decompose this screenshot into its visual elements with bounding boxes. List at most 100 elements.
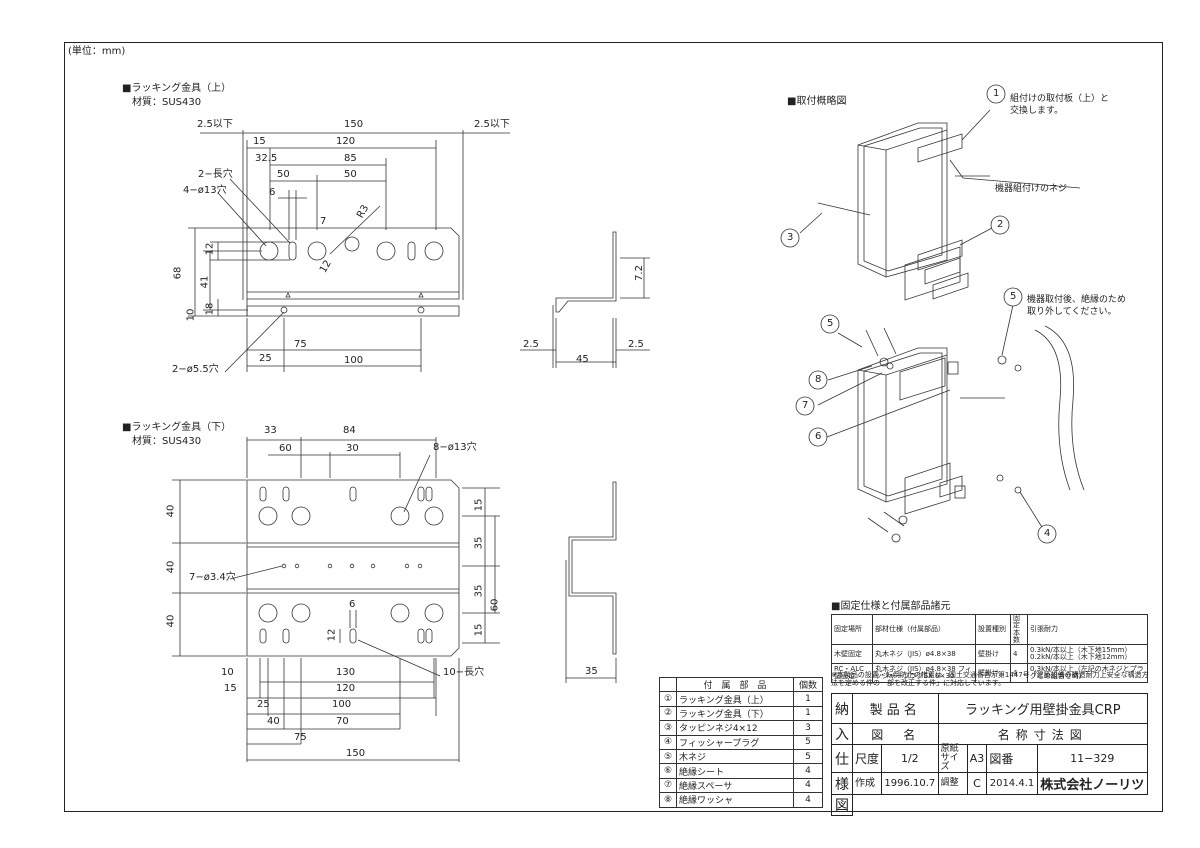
tb-paper-label: 原紙サイズ — [937, 744, 968, 773]
dim-upper-100: 100 — [344, 355, 364, 366]
parts-h-name: 付 属 部 品 — [676, 676, 794, 693]
tb-scale-value: 1/2 — [881, 744, 939, 773]
part-no: ② — [659, 705, 677, 722]
dim-side-45: 45 — [576, 354, 589, 365]
dim-lower-40: 40 — [267, 716, 280, 727]
tb-adj-value: 2014.4.1 — [986, 772, 1038, 795]
title-block: 納 製品名 ラッキング用壁掛金具CRP 入 図 名 名称寸法図 仕 尺度 1/2… — [831, 693, 1149, 816]
part-name: 絶縁ワッシャ — [676, 792, 794, 808]
part-qty: 4 — [793, 763, 823, 779]
dim-side-2-5b: 2.5 — [628, 339, 644, 350]
part-qty: 5 — [793, 748, 823, 765]
part-no: ① — [659, 691, 677, 707]
spec-type: 壁掛け — [975, 644, 1011, 665]
dim-upper-15: 15 — [253, 136, 266, 147]
label-upper-hole13: 4−ø13穴 — [183, 185, 227, 196]
dim-lower-15: 15 — [224, 683, 237, 694]
dim-upper-6: 6 — [269, 187, 276, 198]
spec-spec: 丸木ネジ（JIS）ø4.8×38 — [872, 644, 976, 665]
dim-upper-right-margin: 2.5以下 — [474, 119, 510, 130]
dim-lower-100: 100 — [332, 699, 352, 710]
part-name: 絶縁スペーサ — [676, 777, 794, 794]
tb-side-2: 入 — [831, 723, 853, 745]
part-no: ⑧ — [659, 792, 677, 808]
tb-adj-mark: C — [966, 772, 988, 795]
dim-lower-side-35: 35 — [585, 666, 598, 677]
dim-lower-130: 130 — [336, 667, 356, 678]
tb-number-label: 図番 — [986, 744, 1038, 773]
screw-label: 機器組付けのネジ — [995, 184, 1068, 194]
label-lower-hole3-4: 7−ø3.4穴 — [189, 572, 236, 583]
tb-spacer — [853, 795, 1148, 816]
balloon-5b: 5 — [827, 318, 834, 329]
note1-line2: 交換します。 — [1010, 106, 1064, 116]
part-qty: 4 — [793, 792, 823, 808]
tb-product-label: 製品名 — [852, 693, 939, 724]
spec-h-spec: 部材仕様（付属部品） — [872, 613, 976, 646]
label-upper-slot: 2−長穴 — [198, 169, 233, 180]
label-lower-hole13: 8−ø13穴 — [433, 442, 477, 453]
upper-bracket-title: ■ラッキング金具（上） — [122, 83, 232, 94]
balloon-7: 7 — [802, 400, 809, 411]
part-name: 絶縁シート — [676, 763, 794, 779]
tb-drawing-label: 図 名 — [852, 723, 939, 745]
balloon-2: 2 — [997, 219, 1004, 230]
drawing-sheet — [64, 42, 1163, 812]
spec-table-title: ■固定仕様と付属部品諸元 — [831, 601, 951, 612]
part-no: ⑥ — [659, 763, 677, 779]
tb-side-1: 納 — [831, 693, 853, 724]
note1-line1: 組付けの取付板（上）と — [1010, 94, 1110, 104]
tb-paper-value: A3 — [966, 744, 988, 773]
balloon-4: 4 — [1044, 528, 1051, 539]
label-upper-hole5-5: 2−ø5.5穴 — [172, 364, 219, 375]
tb-scale-label: 尺度 — [851, 744, 883, 773]
lower-bracket-title: ■ラッキング金具（下） — [122, 422, 232, 433]
dim-lower-150: 150 — [346, 748, 366, 759]
part-qty: 1 — [793, 705, 823, 722]
part-qty: 4 — [793, 777, 823, 794]
tb-company: 株式会社ノーリツ — [1036, 772, 1149, 795]
part-name: 木ネジ — [676, 748, 794, 765]
tb-made-label: 作成 — [851, 772, 883, 795]
dim-upper-7: 7 — [320, 216, 327, 227]
spec-spec: 丸木ネジ（JIS）ø4.8×38 フィッシャープラグSX 6×30 — [872, 663, 976, 684]
part-name: ラッキング金具（下） — [676, 705, 794, 722]
dim-upper-50a: 50 — [277, 169, 290, 180]
dim-upper-120: 120 — [336, 136, 356, 147]
label-lower-slot: 10−長穴 — [443, 667, 485, 678]
part-no: ④ — [659, 734, 677, 750]
balloon-3: 3 — [787, 232, 794, 243]
balloon-5a: 5 — [1010, 291, 1017, 302]
part-no: ③ — [659, 720, 677, 736]
dim-lower-25: 25 — [257, 699, 270, 710]
lower-bracket-material: 材質：SUS430 — [132, 436, 202, 447]
dim-lower-84: 84 — [343, 425, 356, 436]
spec-row: 木壁固定 丸木ネジ（JIS）ø4.8×38 壁掛け 4 0.3kN/本以上（木下… — [831, 644, 1148, 665]
spec-place: 木壁固定 — [831, 644, 873, 665]
spec-h-count: 固定本数 — [1010, 613, 1028, 646]
spec-h-strength: 引張耐力 — [1027, 613, 1148, 646]
spec-strength: 0.3kN/本以上（木下地15mm）0.2kN/本以上（木下地12mm） — [1027, 644, 1148, 665]
tb-side-4: 様 — [831, 772, 853, 795]
part-no: ⑤ — [659, 748, 677, 765]
upper-bracket-material: 材質：SUS430 — [132, 97, 202, 108]
spec-note: ※本製品の設置・転倒防止の措置は、国土交通省告示第1447号「建築設備の構造耐力… — [831, 671, 1149, 688]
part-name: フィッシャープラグ — [676, 734, 794, 750]
dim-lower-33: 33 — [264, 425, 277, 436]
part-name: ラッキング金具（上） — [676, 691, 794, 707]
spec-header-row: 固定場所 部材仕様（付属部品） 設置種別 固定本数 引張耐力 — [831, 613, 1148, 646]
tb-made-value: 1996.10.7 — [881, 772, 939, 795]
balloon-6: 6 — [815, 431, 822, 442]
unit-label: (単位：mm) — [68, 46, 126, 57]
dim-upper-left-margin: 2.5以下 — [197, 119, 233, 130]
spec-strength: 0.3kN/本以上（左記の木ネジとプラグとの組合せ時） — [1027, 663, 1148, 684]
dim-upper-25: 25 — [259, 353, 272, 364]
